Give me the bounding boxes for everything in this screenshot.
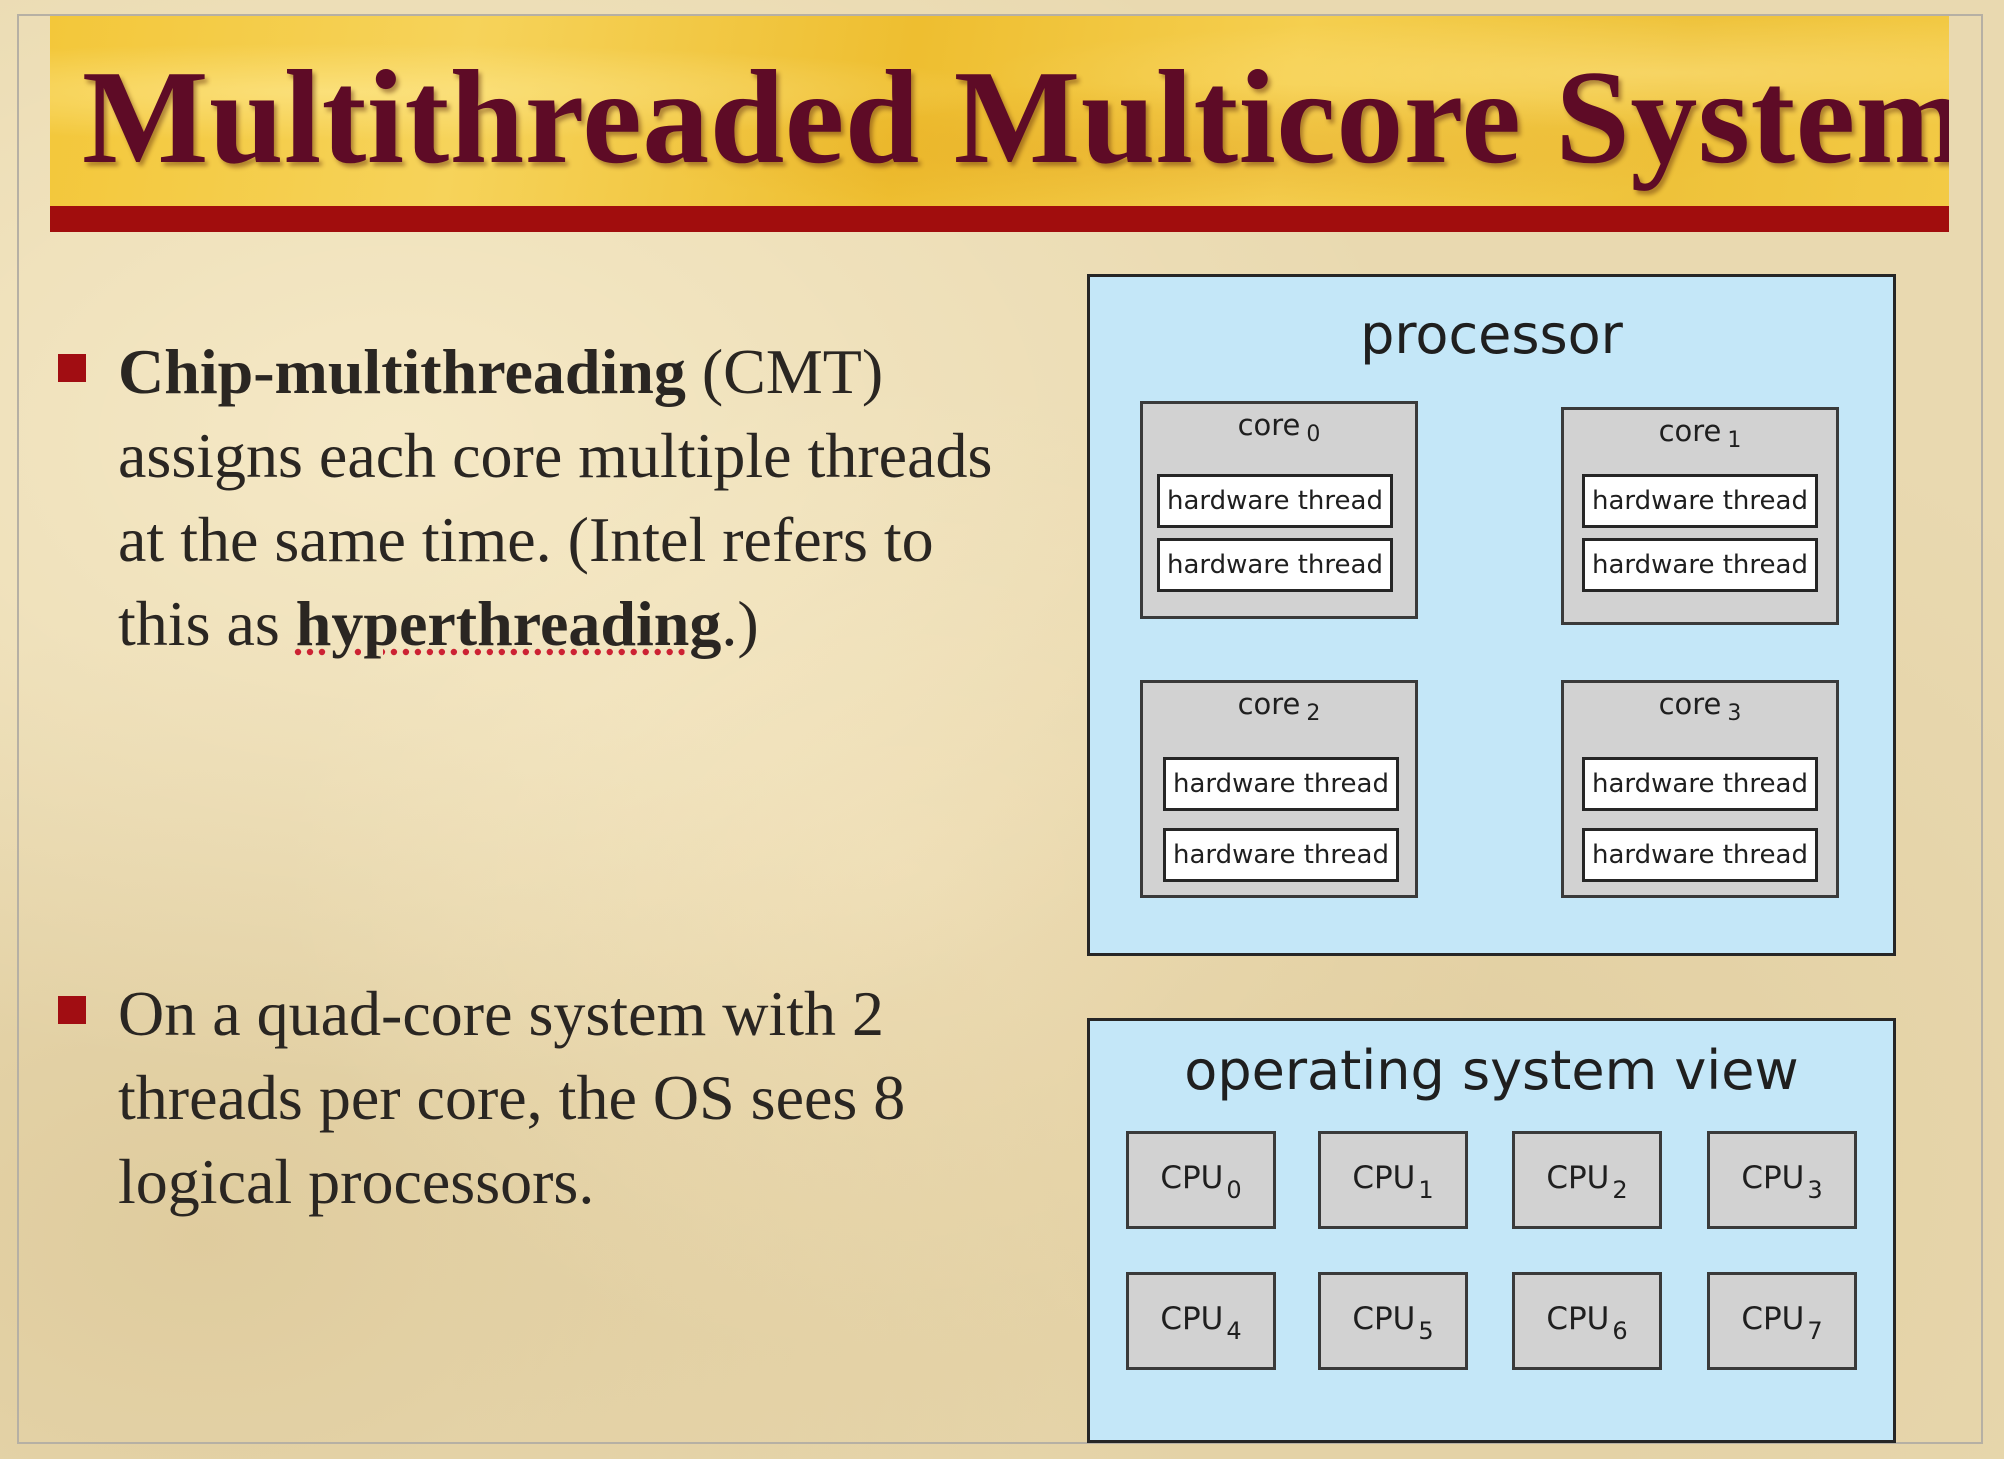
- bullet-1-text-part-2: .): [721, 588, 759, 659]
- hardware-thread: hardware thread: [1163, 828, 1399, 882]
- bullet-square-icon: [58, 354, 86, 382]
- bullet-1-text-part-1: (CMT) assigns each core multiple threads…: [118, 336, 993, 659]
- slide-frame: [17, 14, 1983, 1444]
- hardware-thread: hardware thread: [1157, 538, 1393, 592]
- bullet-1-text: Chip-multithreading (CMT) assigns each c…: [118, 330, 1038, 666]
- bullet-1-bold-lead: Chip-multithreading: [118, 336, 686, 407]
- os-view-label: operating system view: [1184, 1039, 1799, 1102]
- bullet-2-text: On a quad-core system with 2 threads per…: [118, 978, 906, 1217]
- hardware-thread: hardware thread: [1163, 757, 1399, 811]
- title-banner: Multithreaded Multicore System: [50, 16, 1949, 206]
- processor-label: processor: [1360, 303, 1623, 366]
- hardware-thread: hardware thread: [1582, 757, 1818, 811]
- slide-title: Multithreaded Multicore System: [82, 43, 1949, 191]
- bullet-square-icon: [58, 996, 86, 1024]
- hardware-thread: hardware thread: [1582, 538, 1818, 592]
- hardware-thread: hardware thread: [1582, 828, 1818, 882]
- bullet-1-bold-term: hyperthreading: [295, 588, 722, 659]
- hardware-thread: hardware thread: [1582, 474, 1818, 528]
- hardware-thread: hardware thread: [1157, 474, 1393, 528]
- title-rule: [50, 206, 1949, 232]
